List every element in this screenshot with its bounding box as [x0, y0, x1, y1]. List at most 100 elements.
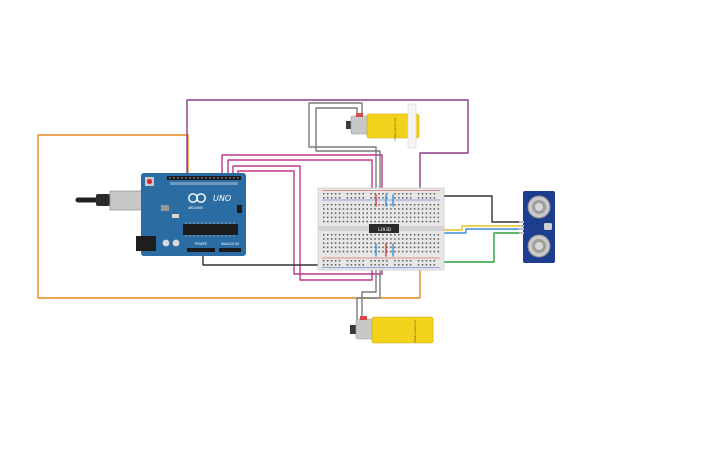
- breadboard-hole: [421, 242, 424, 244]
- ultrasonic-sensor[interactable]: [519, 191, 555, 263]
- breadboard-hole: [437, 204, 440, 206]
- breadboard-hole: [437, 216, 440, 219]
- breadboard-hole: [421, 220, 424, 223]
- breadboard-hole: [429, 216, 432, 219]
- breadboard-hole: [366, 220, 368, 223]
- breadboard-hole: [323, 260, 325, 262]
- breadboard-hole: [382, 204, 384, 206]
- breadboard-hole: [323, 204, 325, 206]
- breadboard-hole: [402, 234, 404, 236]
- breadboard-hole: [433, 260, 436, 262]
- breadboard-hole: [323, 238, 325, 240]
- breadboard-hole: [417, 193, 420, 195]
- breadboard-hole: [334, 212, 337, 214]
- breadboard-hole: [354, 212, 357, 214]
- wire-purple-top[interactable]: [186, 99, 469, 196]
- wire-sensor-gnd[interactable]: [436, 195, 523, 223]
- arduino-board[interactable]: UNO ARDUINO POWER ANALOG IN: [75, 173, 246, 256]
- breadboard-hole: [342, 250, 345, 253]
- breadboard-hole: [433, 234, 436, 236]
- breadboard-hole: [346, 193, 349, 195]
- breadboard-hole: [354, 193, 357, 195]
- gearmotor-top-shaft: [407, 103, 417, 149]
- breadboard-hole: [429, 212, 432, 214]
- breadboard-hole: [370, 216, 372, 219]
- breadboard-hole: [330, 250, 333, 253]
- wire-magenta-4[interactable]: [237, 170, 383, 275]
- breadboard-hole: [425, 193, 428, 195]
- breadboard-hole: [382, 234, 384, 236]
- breadboard-hole: [398, 234, 400, 236]
- breadboard-hole: [334, 220, 337, 223]
- breadboard-hole: [378, 242, 380, 244]
- breadboard-hole: [398, 204, 400, 206]
- breadboard[interactable]: L293D: [317, 187, 445, 271]
- breadboard-hole: [425, 242, 428, 244]
- breadboard-hole: [405, 246, 408, 249]
- breadboard-hole: [402, 250, 404, 253]
- breadboard-hole: [326, 242, 329, 244]
- wire-sensor-vcc[interactable]: [436, 232, 523, 263]
- reset-button-cap[interactable]: [146, 178, 153, 185]
- breadboard-hole: [358, 193, 361, 195]
- driver-chip[interactable]: [369, 224, 399, 233]
- breadboard-hole: [334, 197, 337, 199]
- breadboard-hole: [370, 197, 372, 199]
- wire-gray-motor-bottom-1[interactable]: [361, 254, 377, 321]
- breadboard-hole: [421, 204, 424, 206]
- breadboard-hole: [394, 212, 396, 214]
- wire-gray-motor-top-2[interactable]: [315, 107, 381, 196]
- breadboard-hole: [390, 204, 392, 206]
- arduino-brand-label: ARDUINO: [188, 206, 204, 210]
- breadboard-hole: [394, 193, 396, 195]
- breadboard-hole: [413, 220, 416, 223]
- breadboard-hole: [417, 208, 420, 210]
- breadboard-hole: [421, 246, 424, 249]
- breadboard-hole: [378, 234, 380, 236]
- breadboard-hole: [323, 234, 325, 236]
- breadboard-hole: [370, 238, 372, 240]
- breadboard-hole: [398, 242, 400, 244]
- breadboard-hole: [350, 250, 353, 253]
- breadboard-hole: [378, 250, 380, 253]
- breadboard-hole: [338, 264, 341, 266]
- breadboard-hole: [362, 216, 364, 219]
- breadboard-hole: [366, 208, 368, 210]
- breadboard-hole: [409, 238, 412, 240]
- breadboard-hole: [394, 204, 396, 206]
- gearmotor-top[interactable]: Hobby Gearmotor: [346, 103, 420, 149]
- power-header-label: POWER: [195, 242, 208, 246]
- breadboard-hole: [433, 250, 436, 253]
- breadboard-hole: [366, 204, 368, 206]
- breadboard-hole: [382, 216, 384, 219]
- breadboard-hole: [382, 238, 384, 240]
- breadboard-hole: [338, 250, 341, 253]
- breadboard-hole: [413, 212, 416, 214]
- breadboard-hole: [374, 212, 376, 214]
- breadboard-hole: [326, 238, 329, 240]
- gearmotor-top-terminal: [356, 113, 363, 117]
- breadboard-hole: [398, 193, 400, 195]
- breadboard-hole: [417, 204, 420, 206]
- wire-magenta-1[interactable]: [221, 154, 383, 196]
- breadboard-hole: [413, 250, 416, 253]
- wire-gray-motor-bottom-2[interactable]: [356, 254, 381, 324]
- breadboard-hole: [350, 264, 353, 266]
- breadboard-hole: [409, 250, 412, 253]
- breadboard-hole: [433, 204, 436, 206]
- gearmotor-bottom-can: [355, 318, 374, 340]
- wire-magenta-2[interactable]: [227, 159, 373, 196]
- wire-orange-loop[interactable]: [37, 134, 421, 299]
- wire-magenta-3[interactable]: [232, 165, 373, 281]
- breadboard-hole: [330, 234, 333, 236]
- gearmotor-bottom[interactable]: Hobby Gearmotor: [350, 316, 434, 344]
- breadboard-hole: [358, 260, 361, 262]
- breadboard-hole: [390, 234, 392, 236]
- breadboard-hole: [326, 246, 329, 249]
- breadboard-hole: [354, 260, 357, 262]
- wire-gray-motor-top-1[interactable]: [308, 102, 377, 196]
- breadboard-hole: [350, 238, 353, 240]
- capacitor-1: [162, 239, 170, 247]
- breadboard-hole: [425, 260, 428, 262]
- breadboard-hole: [374, 238, 376, 240]
